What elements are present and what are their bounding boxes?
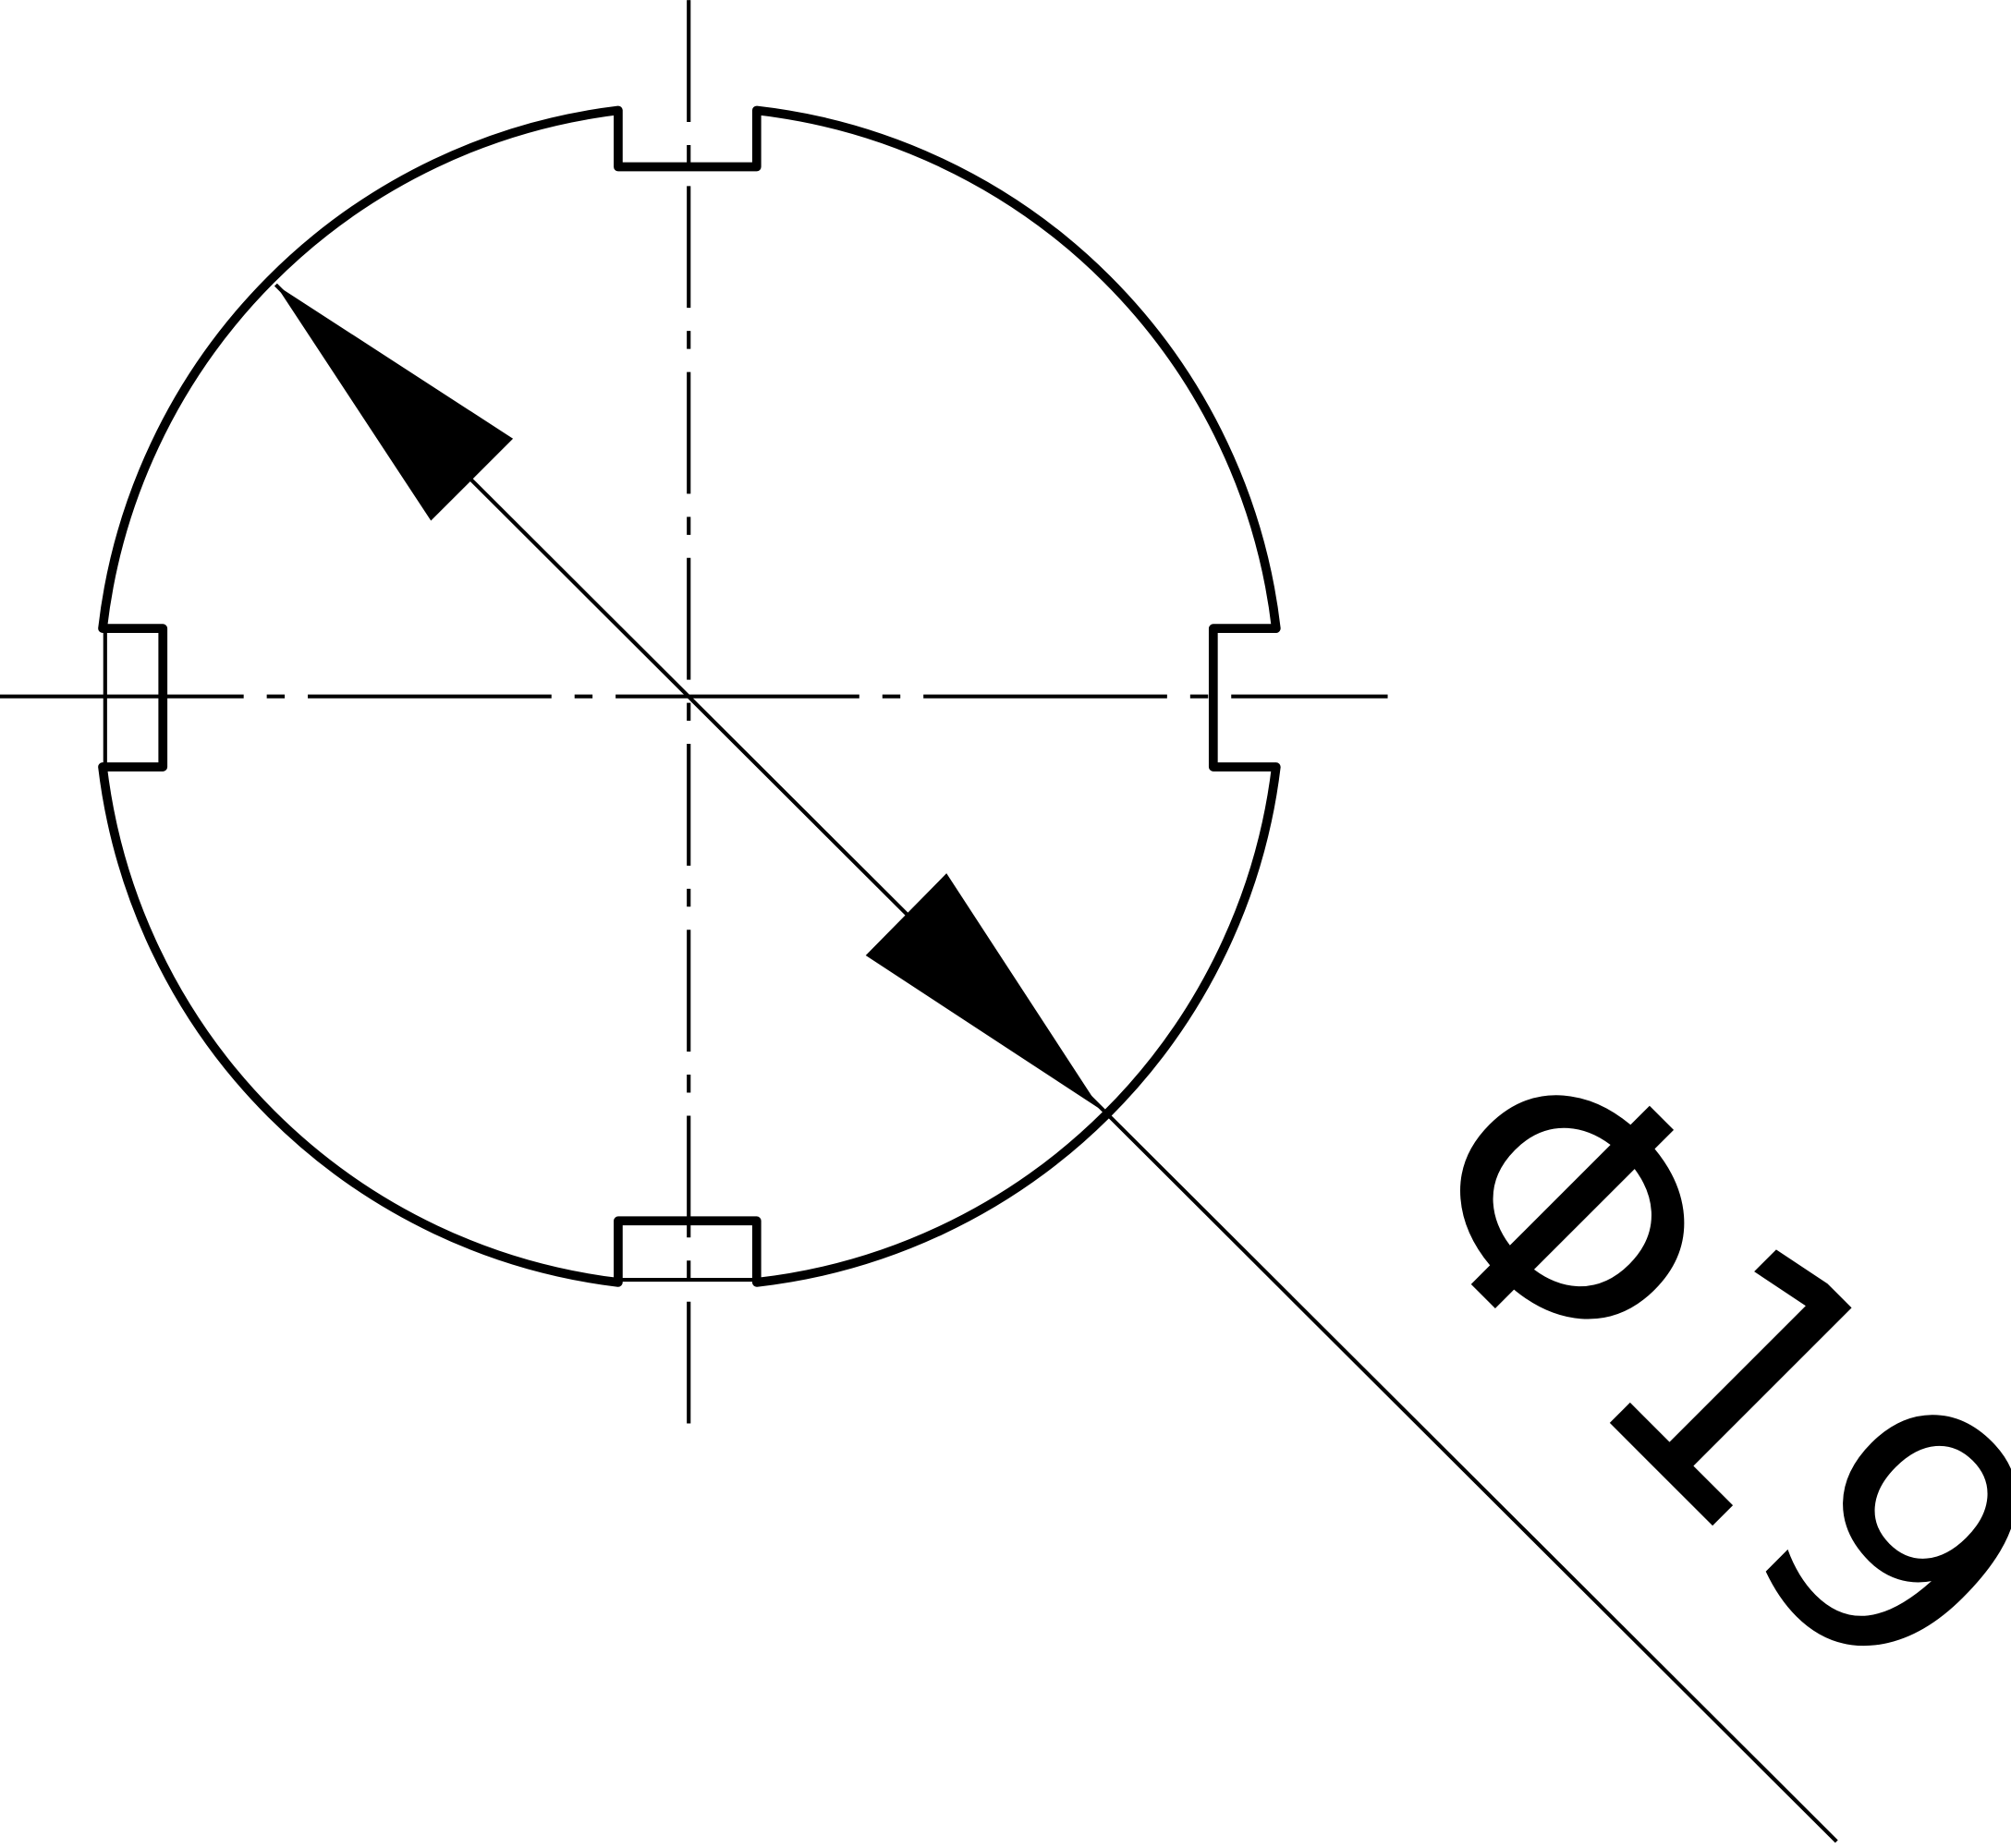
part-outline [98,105,1281,1287]
diameter-label: Φ19 [1328,973,2011,1762]
arrowhead-lower [865,873,1101,1110]
arrowhead-upper [275,285,514,521]
